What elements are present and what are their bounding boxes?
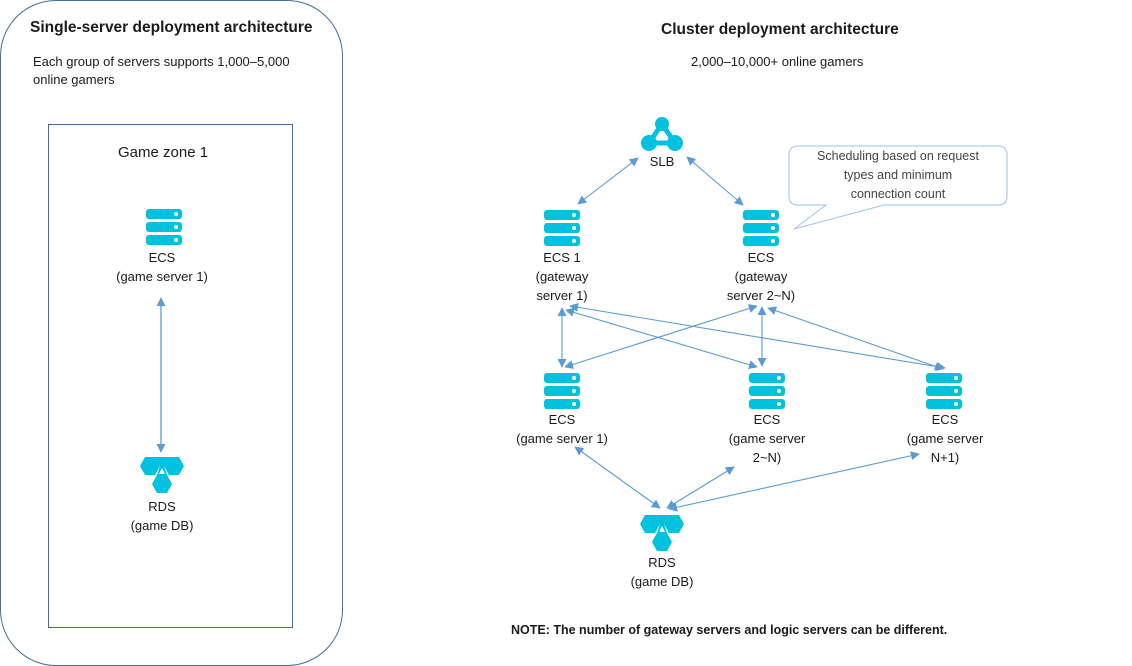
gateway1-label: ECS 1 (gateway server 1) <box>512 248 612 305</box>
load-balancer-icon <box>641 117 683 151</box>
callout-line3: connection count <box>850 187 946 201</box>
cluster-rds-label-line2: (game DB) <box>630 574 694 589</box>
gw2-gs1-connector <box>564 304 758 369</box>
slb-label: SLB <box>649 154 675 169</box>
game-server3-label: ECS (game server N+1) <box>885 410 1005 467</box>
scheduling-callout <box>788 145 1008 230</box>
server-icon <box>544 210 580 246</box>
cluster-note: NOTE: The number of gateway servers and … <box>511 623 948 637</box>
game-server3-label-line1: ECS <box>931 412 959 427</box>
single-rds-label-line2: (game DB) <box>130 518 194 533</box>
server-icon <box>749 373 785 409</box>
gateway1-label-line1: ECS 1 <box>543 250 581 265</box>
database-icon <box>640 515 684 551</box>
gateway2-label: ECS (gateway server 2~N) <box>711 248 811 305</box>
game-server3-label-line2: (game server <box>906 431 984 446</box>
game-server2-label-line3: 2~N) <box>752 450 782 465</box>
server-icon <box>146 209 182 245</box>
slb-gateway1-connector <box>577 157 639 205</box>
game-zone-label: Game zone 1 <box>118 144 209 161</box>
game-server3-label-line3: N+1) <box>930 450 960 465</box>
slb-gateway2-connector <box>686 156 744 206</box>
callout-line1: Scheduling based on request <box>817 149 979 163</box>
cluster-subtitle: 2,000–10,000+ online gamers <box>691 54 864 69</box>
gs3-rds-connector <box>668 451 920 512</box>
gateway1-label-line2: (gateway <box>535 269 589 284</box>
single-server-subtitle-line2: online gamers <box>33 72 115 87</box>
game-server2-label-line2: (game server <box>728 431 806 446</box>
callout-line2: types and minimum <box>843 168 953 182</box>
gateway1-label-line3: server 1) <box>536 288 588 303</box>
server-icon <box>926 373 962 409</box>
game-zone-box <box>48 124 293 628</box>
gateway2-label-line1: ECS <box>747 250 775 265</box>
database-icon <box>140 457 184 493</box>
single-ecs-label-line2: (game server 1) <box>116 269 208 284</box>
single-server-panel <box>0 0 343 666</box>
cluster-rds-label-line1: RDS <box>648 555 676 570</box>
gw2-gs3-connector <box>767 306 944 371</box>
single-ecs-label-line1: ECS <box>148 250 176 265</box>
gs1-rds-connector <box>574 446 661 509</box>
gw1-gs3-connector <box>569 302 946 372</box>
single-server-title: Single-server deployment architecture <box>30 19 313 36</box>
game-server1-label-line1: ECS <box>548 412 576 427</box>
single-rds-label-line1: RDS <box>148 499 176 514</box>
cluster-title: Cluster deployment architecture <box>661 21 899 38</box>
gateway2-label-line3: server 2~N) <box>726 288 796 303</box>
game-server1-label: ECS (game server 1) <box>502 410 622 448</box>
server-icon <box>743 210 779 246</box>
game-server1-label-line2: (game server 1) <box>516 431 608 446</box>
game-server2-label-line1: ECS <box>753 412 781 427</box>
server-icon <box>544 373 580 409</box>
cluster-rds-label: RDS (game DB) <box>602 553 722 591</box>
single-server-subtitle-line1: Each group of servers supports 1,000–5,0… <box>33 54 290 69</box>
gateway2-label-line2: (gateway <box>734 269 788 284</box>
gw1-gs2-connector <box>565 308 758 369</box>
callout-text: Scheduling based on request types and mi… <box>789 147 1007 204</box>
game-server2-label: ECS (game server 2~N) <box>707 410 827 467</box>
